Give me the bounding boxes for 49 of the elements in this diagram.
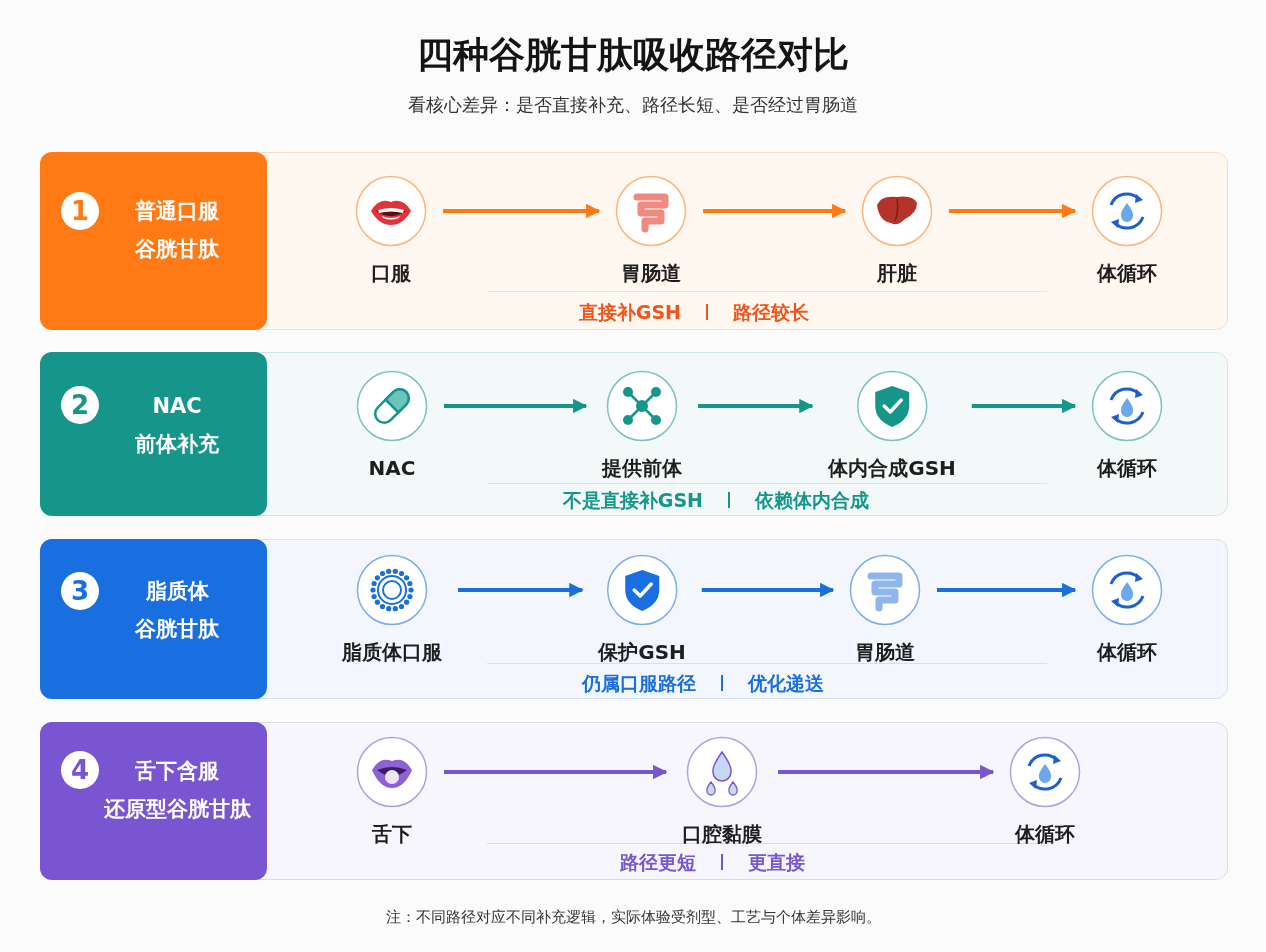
route-title: NAC 前体补充 — [134, 393, 220, 458]
arrow — [949, 203, 1077, 219]
arrow — [698, 398, 814, 414]
summary-text: 直接补GSH — [578, 300, 681, 324]
summary-text: 仍属口服路径 — [582, 671, 696, 695]
summary-text: 路径更短 — [620, 850, 696, 874]
arrow — [778, 764, 995, 780]
title: 四种谷胱甘肽吸收路径对比 — [416, 33, 850, 77]
summary-text: 更直接 — [748, 850, 805, 874]
subtitle: 看核心差异：是否直接补充、路径长短、是否经过胃肠道 — [407, 93, 859, 117]
step-label: NAC — [368, 456, 416, 480]
summary-text: 路径较长 — [733, 300, 809, 324]
header-panel — [40, 352, 267, 516]
arrow — [703, 203, 847, 219]
step-label: 舌下 — [372, 822, 412, 846]
arrow — [971, 398, 1077, 414]
step-label: 体循环 — [1015, 822, 1075, 846]
step-label: 体循环 — [1097, 456, 1157, 480]
footnote: 注：不同路径对应不同补充逻辑，实际体验受剂型、工艺与个体差异影响。 — [384, 907, 882, 928]
arrow — [444, 398, 588, 414]
step-label: 脂质体口服 — [342, 640, 442, 664]
header-panel — [40, 722, 267, 880]
arrow — [937, 582, 1077, 598]
route-title: 舌下含服还原型谷胱甘肽 — [102, 758, 252, 823]
number-badge: 4 — [61, 751, 99, 789]
summary-text: 依赖体内合成 — [755, 488, 869, 512]
number-badge: 2 — [61, 386, 99, 424]
route-title: 脂质体谷胱甘肽 — [134, 578, 220, 643]
step-label: 体循环 — [1097, 261, 1157, 285]
header-panel — [40, 539, 267, 699]
step-label: 体内合成GSH — [828, 456, 956, 480]
number-badge: 3 — [61, 572, 99, 610]
step-label: 胃肠道 — [855, 640, 915, 664]
step-label: 胃肠道 — [621, 261, 681, 285]
step-label: 保护GSH — [598, 640, 686, 664]
number-badge: 1 — [61, 192, 99, 230]
header-panel — [40, 152, 267, 330]
route-title: 普通口服谷胱甘肽 — [134, 198, 220, 263]
step-label: 肝脏 — [877, 261, 917, 285]
summary-text: 不是直接补GSH — [562, 488, 703, 512]
arrow — [701, 582, 835, 598]
arrow — [444, 764, 668, 780]
summary-text: 优化递送 — [748, 671, 824, 695]
arrow — [458, 582, 584, 598]
step-label: 提供前体 — [602, 456, 682, 480]
step-label: 体循环 — [1097, 640, 1157, 664]
arrow — [443, 203, 601, 219]
step-label: 口服 — [371, 261, 411, 285]
step-label: 口腔黏膜 — [682, 822, 762, 846]
